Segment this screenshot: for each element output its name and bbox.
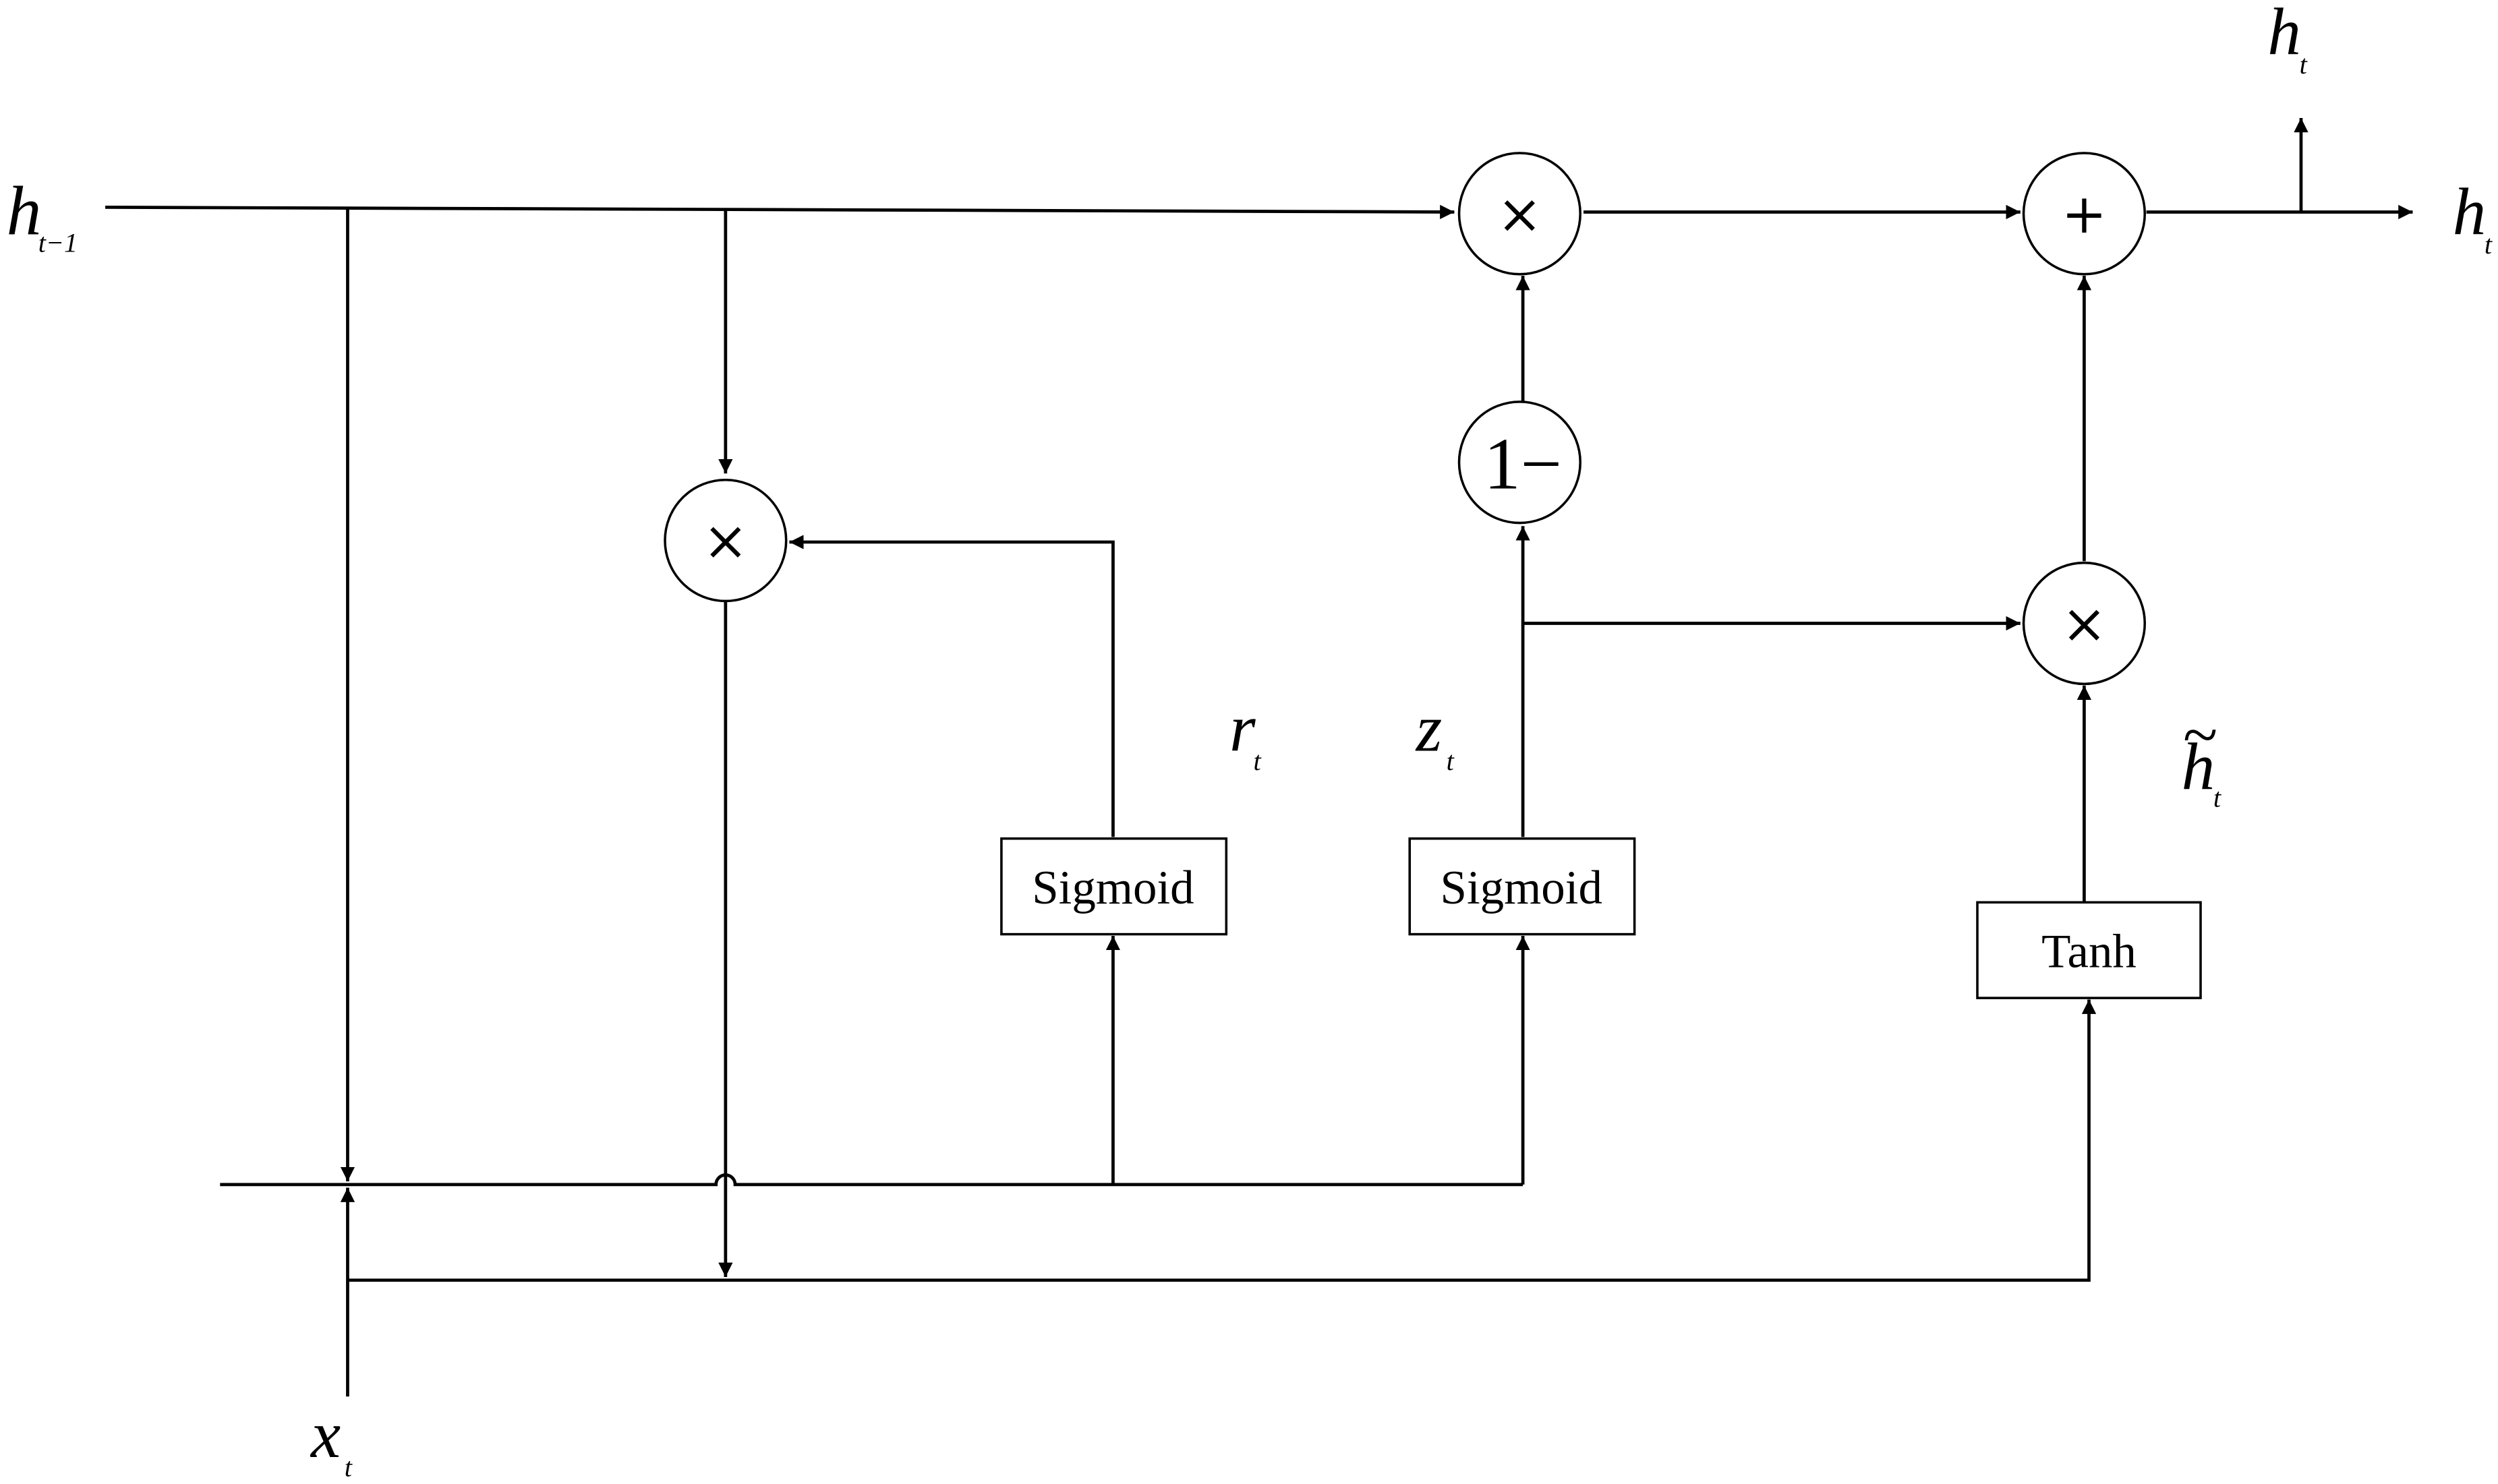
label-h-prev: h t−1 <box>6 172 78 258</box>
r-letter: r <box>1229 692 1256 766</box>
label-x: x t <box>310 1398 353 1482</box>
h-prev-letter: h <box>6 172 41 250</box>
reset-multiply-node: × <box>664 478 788 603</box>
label-z: z t <box>1415 692 1455 776</box>
tilde-mark: ~ <box>2183 700 2217 770</box>
h-prev-subscript: t−1 <box>38 228 78 258</box>
plus-symbol: + <box>2062 182 2107 245</box>
h-prev-line <box>105 204 1455 220</box>
multiply-symbol: × <box>703 509 748 572</box>
label-h-out-right: h t <box>2453 176 2493 260</box>
label-h-tilde: ~ h t <box>2182 700 2221 813</box>
update-gate-label: Sigmoid <box>1441 862 1602 914</box>
z-subscript: t <box>1447 746 1455 776</box>
candidate-input-line <box>347 999 2097 1282</box>
reset-gate-to-mult <box>789 535 1115 837</box>
reset-gate-label: Sigmoid <box>1032 862 1194 914</box>
one-minus-symbol: 1− <box>1484 423 1562 505</box>
h-out-up-subscript: t <box>2300 49 2308 80</box>
tanh-label: Tanh <box>2041 926 2137 978</box>
reset-gate-box: Sigmoid <box>1000 837 1228 936</box>
h-out-up-letter: h <box>2267 0 2301 69</box>
candidate-tanh-box: Tanh <box>1976 901 2202 999</box>
h-out-right-subscript: t <box>2485 229 2493 260</box>
r-subscript: t <box>1253 746 1261 776</box>
h-tilde-subscript: t <box>2213 782 2221 812</box>
h-out-right-letter: h <box>2453 176 2487 249</box>
label-h-out-up: h t <box>2267 0 2307 80</box>
add-node: + <box>2022 152 2147 276</box>
h-tilde-letter: h <box>2182 730 2215 804</box>
candidate-multiply-node: × <box>2022 561 2147 686</box>
x-letter: x <box>310 1398 341 1472</box>
multiply-symbol: × <box>1497 182 1542 245</box>
concat-line <box>220 1173 1523 1187</box>
multiply-symbol: × <box>2062 592 2107 655</box>
update-gate-box: Sigmoid <box>1408 837 1636 936</box>
wires <box>105 117 2413 1397</box>
one-minus-node: 1− <box>1457 400 1581 525</box>
forget-multiply-node: × <box>1457 152 1581 276</box>
label-r: r t <box>1229 692 1261 776</box>
z-letter: z <box>1415 692 1443 766</box>
x-subscript: t <box>345 1452 353 1483</box>
